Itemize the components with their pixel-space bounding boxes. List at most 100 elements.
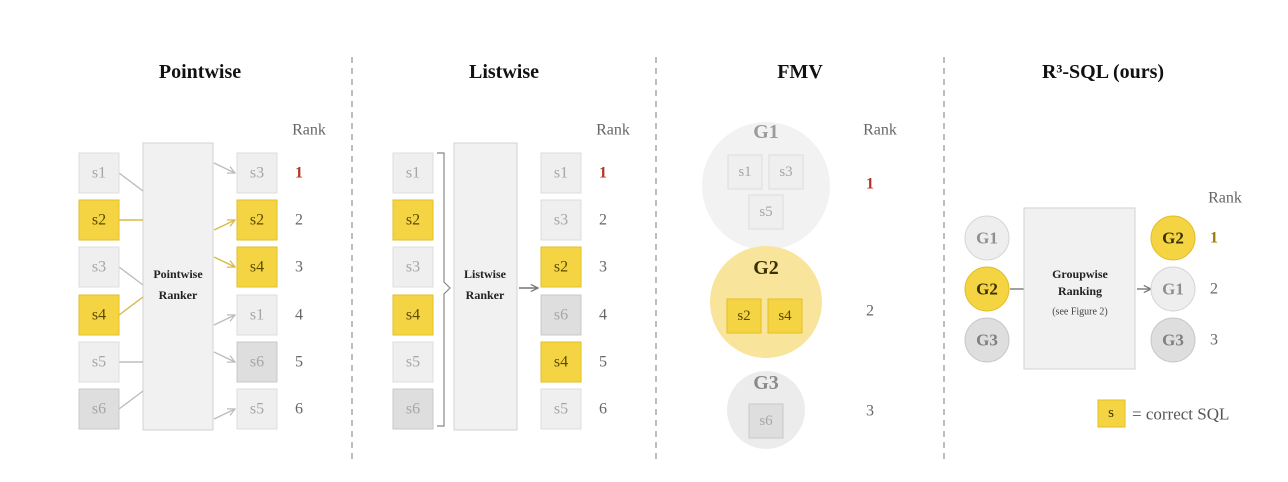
legend-text: = correct SQL — [1132, 405, 1229, 424]
r3sql-output-group-circle — [1150, 215, 1196, 261]
fmv-rank-value: 1 — [866, 176, 874, 193]
listwise-ranker-label: Listwise — [464, 267, 507, 281]
pointwise-ranker-label: Ranker — [159, 288, 198, 302]
pointwise-output-arrow — [213, 220, 235, 231]
r3sql-input-group-circle — [964, 317, 1010, 363]
pointwise-input-link — [118, 172, 144, 192]
listwise-output-sql-label: s4 — [554, 354, 568, 371]
fmv-rank-label: Rank — [863, 122, 897, 139]
listwise-output-sql-box — [540, 199, 582, 241]
listwise-output-sql-box — [540, 246, 582, 288]
listwise-input-brace — [437, 152, 451, 427]
listwise-rank-value: 4 — [599, 307, 607, 324]
pointwise-input-link — [118, 266, 144, 286]
pointwise-ranker-label: Pointwise — [153, 267, 203, 281]
listwise-rank-value: 1 — [599, 165, 607, 182]
fmv-rank-value: 3 — [866, 403, 874, 420]
fmv-member-sql-label: s5 — [759, 204, 772, 220]
r3sql-rank-value: 2 — [1210, 281, 1218, 298]
fmv-member-sql-label: s3 — [779, 164, 792, 180]
pointwise-output-sql-box — [236, 246, 278, 288]
pointwise-rank-value: 4 — [295, 307, 303, 324]
r3sql-output-group-circle — [1150, 266, 1196, 312]
r3sql-ranker-box — [1023, 207, 1136, 370]
listwise-output-sql-box — [540, 388, 582, 430]
pointwise-rank-value: 5 — [295, 354, 303, 371]
pointwise-rank-label: Rank — [292, 122, 326, 139]
r3sql-ranker-note: (see Figure 2) — [1052, 307, 1108, 318]
pointwise-title: Pointwise — [159, 61, 241, 83]
pointwise-output-arrow — [213, 351, 235, 362]
pointwise-input-sql-label: s5 — [92, 354, 106, 371]
listwise-output-sql-label: s2 — [554, 259, 568, 276]
listwise-output-sql-label: s3 — [554, 212, 568, 229]
pointwise-rank-value: 6 — [295, 401, 303, 418]
pointwise-output-sql-label: s5 — [250, 401, 264, 418]
listwise-input-sql-label: s1 — [406, 165, 420, 182]
r3sql-output-group-label: G1 — [1162, 280, 1184, 299]
listwise-rank-value: 6 — [599, 401, 607, 418]
r3sql-input-group-label: G3 — [976, 331, 998, 350]
fmv-group-label: G3 — [753, 372, 779, 394]
listwise-input-sql-box — [392, 199, 434, 241]
listwise-rank-value: 2 — [599, 212, 607, 229]
pointwise-rank-value: 3 — [295, 259, 303, 276]
legend-swatch — [1097, 399, 1126, 428]
r3sql-rank-label: Rank — [1208, 190, 1242, 207]
listwise-input-sql-label: s2 — [406, 212, 420, 229]
pointwise-input-sql-label: s3 — [92, 259, 106, 276]
fmv-member-sql-box — [767, 298, 803, 334]
pointwise-output-sql-box — [236, 341, 278, 383]
pointwise-input-sql-label: s1 — [92, 165, 106, 182]
pointwise-input-sql-box — [78, 294, 120, 336]
listwise-rank-value: 3 — [599, 259, 607, 276]
pointwise-rank-value: 1 — [295, 165, 303, 182]
pointwise-input-sql-label: s2 — [92, 212, 106, 229]
r3sql-rank-value: 3 — [1210, 332, 1218, 349]
r3sql-output-group-label: G2 — [1162, 229, 1184, 248]
pointwise-output-arrow — [213, 315, 235, 326]
fmv-member-sql-label: s2 — [737, 308, 750, 324]
pointwise-output-arrow — [213, 256, 235, 267]
fmv-group-label: G1 — [753, 121, 779, 143]
pointwise-input-link — [118, 390, 144, 410]
listwise-output-sql-box — [540, 294, 582, 336]
pointwise-output-sql-box — [236, 199, 278, 241]
pointwise-rank-value: 2 — [295, 212, 303, 229]
r3sql-rank-value: 1 — [1210, 230, 1218, 247]
pointwise-output-sql-label: s4 — [250, 259, 264, 276]
listwise-input-sql-box — [392, 341, 434, 383]
pointwise-output-sql-box — [236, 294, 278, 336]
pointwise-input-sql-box — [78, 246, 120, 288]
fmv-member-sql-box — [768, 154, 804, 190]
r3sql-output-group-circle — [1150, 317, 1196, 363]
listwise-input-sql-label: s3 — [406, 259, 420, 276]
fmv-member-sql-box — [726, 298, 762, 334]
pointwise-input-sql-box — [78, 341, 120, 383]
pointwise-output-sql-box — [236, 388, 278, 430]
r3sql-ranker-label: Ranking — [1058, 284, 1102, 298]
fmv-group-label: G2 — [753, 257, 779, 279]
r3sql-input-group-label: G2 — [976, 280, 998, 299]
pointwise-ranker-box — [142, 142, 214, 431]
listwise-ranker-box — [453, 142, 518, 431]
listwise-input-sql-label: s5 — [406, 354, 420, 371]
pointwise-output-sql-label: s2 — [250, 212, 264, 229]
listwise-output-sql-box — [540, 341, 582, 383]
pointwise-output-arrow — [213, 162, 235, 173]
pointwise-input-link — [118, 296, 144, 316]
fmv-member-sql-label: s6 — [759, 413, 773, 429]
fmv-member-sql-label: s4 — [778, 308, 792, 324]
fmv-member-sql-box — [748, 194, 784, 230]
fmv-title: FMV — [777, 61, 823, 83]
pointwise-input-sql-box — [78, 199, 120, 241]
r3sql-input-group-label: G1 — [976, 229, 998, 248]
listwise-output-sql-box — [540, 152, 582, 194]
fmv-member-sql-label: s1 — [738, 164, 751, 180]
listwise-title: Listwise — [469, 61, 539, 83]
listwise-output-sql-label: s6 — [554, 307, 568, 324]
listwise-output-sql-label: s5 — [554, 401, 568, 418]
pointwise-output-arrow — [213, 409, 235, 420]
r3sql-output-group-label: G3 — [1162, 331, 1184, 350]
